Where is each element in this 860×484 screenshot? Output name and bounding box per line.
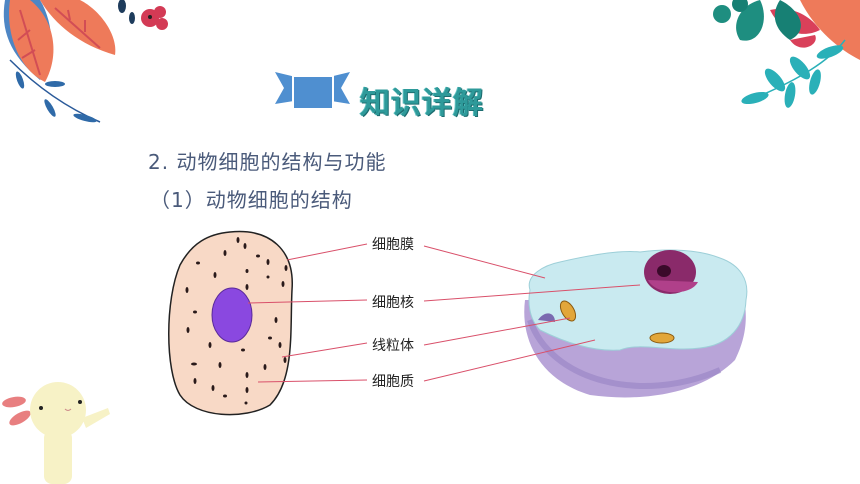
subheading: （1）动物细胞的结构 [150,188,353,212]
leader-lines [247,243,641,383]
heading: 2. 动物细胞的结构与功能 [148,150,387,174]
label-nucleus: 细胞核 [372,295,414,311]
decoration-bunny [2,382,110,484]
flat-cell-illustration [168,230,293,416]
label-cell-membrane: 细胞膜 [372,237,414,253]
section-title: 知识详解 [360,86,484,121]
3d-cell-illustration [524,249,748,398]
label-cytoplasm: 细胞质 [372,374,414,390]
label-mitochondria: 线粒体 [372,338,414,354]
decoration-top-right-leaves [713,0,860,108]
decoration-top-left-leaves [3,0,168,123]
